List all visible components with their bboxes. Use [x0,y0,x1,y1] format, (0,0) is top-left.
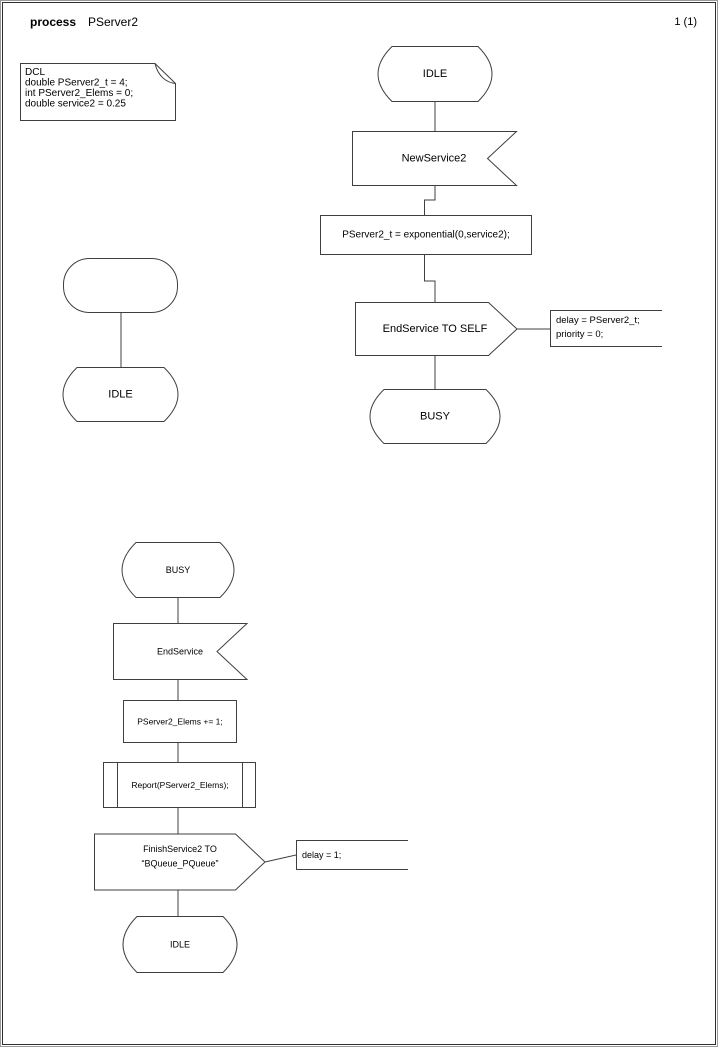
state-idle-left[interactable]: IDLE [62,367,179,422]
dcl-line: DCL [25,67,45,78]
output-signal-label: “BQueue_PQueue” [141,859,218,869]
input-signal-label: NewService2 [402,153,467,165]
procedure-side-bars [117,762,243,808]
dcl-line: int PServer2_Elems = 0; [25,88,133,99]
state-busy-bottom[interactable]: BUSY [121,542,235,598]
state-label: IDLE [108,389,132,401]
state-label: BUSY [166,565,191,575]
state-symbol[interactable] [122,916,238,973]
dcl-line: double PServer2_t = 4; [25,78,128,89]
state-idle-bottom[interactable]: IDLE [122,916,238,973]
task-label: PServer2_t = exponential(0,service2); [342,230,510,241]
procedure-label: Report(PServer2_Elems); [131,780,228,790]
procedure-symbol[interactable] [103,762,256,808]
flow-line [424,186,436,215]
start-symbol-shape[interactable] [63,258,178,313]
comment-bracket[interactable] [550,310,663,347]
state-symbol[interactable] [121,542,235,598]
comment-endservice-params[interactable]: delay = PServer2_t; priority = 0; [550,310,663,347]
output-finishservice2[interactable]: FinishService2 TO “BQueue_PQueue” [94,833,266,891]
state-label: BUSY [420,411,451,423]
output-endservice-to-self[interactable]: EndService TO SELF [355,302,518,356]
output-signal-label: EndService TO SELF [383,323,488,335]
state-symbol[interactable] [377,46,493,102]
comment-text: priority = 0; [556,329,603,340]
task-symbol[interactable] [320,215,532,255]
comment-text: delay = PServer2_t; [556,315,640,326]
state-symbol[interactable] [369,389,501,444]
input-endservice[interactable]: EndService [113,623,249,680]
page-number-label: 1 (1) [674,16,697,28]
state-label: IDLE [170,940,190,950]
task-set-service-time[interactable]: PServer2_t = exponential(0,service2); [320,215,532,255]
comment-connector-line [264,854,297,863]
state-busy-top[interactable]: BUSY [369,389,501,444]
state-symbol[interactable] [62,367,179,422]
task-symbol[interactable] [123,700,237,743]
output-signal-symbol[interactable] [355,302,518,356]
flow-line [424,255,436,302]
comment-text: delay = 1; [302,850,341,860]
procedure-call-report[interactable]: Report(PServer2_Elems); [103,762,256,808]
state-idle-top[interactable]: IDLE [377,46,493,102]
process-name-label: PServer2 [88,15,138,29]
comment-finishservice-params[interactable]: delay = 1; [296,840,409,870]
start-symbol[interactable] [63,258,178,313]
comment-bracket[interactable] [296,840,409,870]
dcl-declarations-note[interactable]: DCL double PServer2_t = 4; int PServer2_… [20,63,176,121]
state-label: IDLE [423,68,447,80]
output-signal-symbol[interactable] [94,833,266,891]
task-increment-elems[interactable]: PServer2_Elems += 1; [123,700,237,743]
task-label: PServer2_Elems += 1; [137,717,223,727]
dcl-note-shape[interactable] [20,63,176,121]
dcl-note-fold-icon [154,63,176,84]
input-signal-symbol[interactable] [352,131,518,186]
input-signal-label: EndService [157,647,203,657]
output-signal-label: FinishService2 TO [143,844,217,854]
input-signal-symbol[interactable] [113,623,249,680]
diagram-kind-label: process [30,15,76,29]
input-newservice2[interactable]: NewService2 [352,131,518,186]
dcl-line: double service2 = 0.25 [25,99,126,110]
